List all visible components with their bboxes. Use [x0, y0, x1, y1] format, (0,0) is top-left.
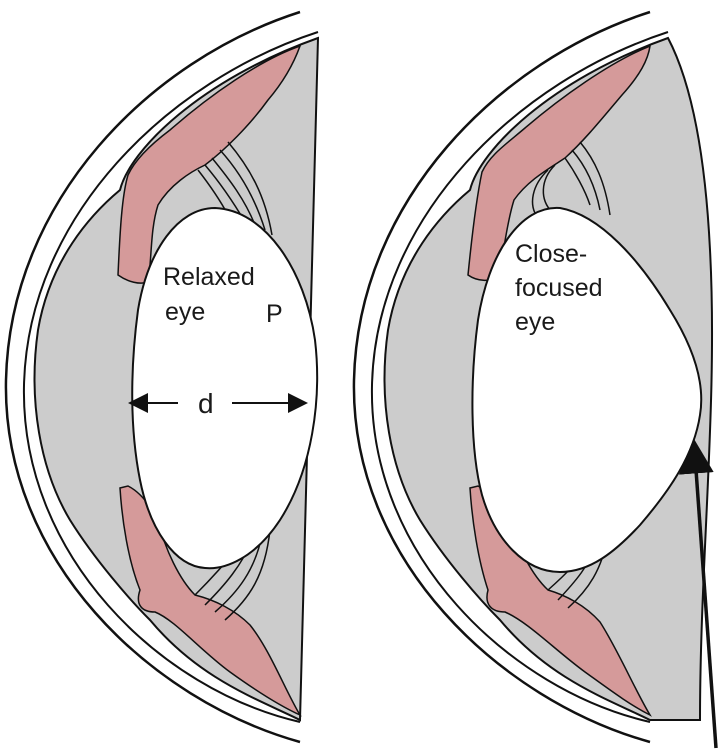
dimension-d-label: d: [198, 388, 214, 419]
close-focused-label-line1: Close-: [515, 240, 587, 268]
close-focused-label-line3: eye: [515, 308, 555, 336]
close-focused-label-line2: focused: [515, 274, 603, 302]
relaxed-label-line1: Relaxed: [163, 263, 255, 291]
point-p-label: P: [266, 300, 283, 328]
relaxed-label-line2: eye: [165, 298, 205, 326]
relaxed-eye-section: Relaxed eye P d: [6, 12, 318, 742]
close-focused-eye-section: Close- focused eye: [354, 12, 716, 748]
